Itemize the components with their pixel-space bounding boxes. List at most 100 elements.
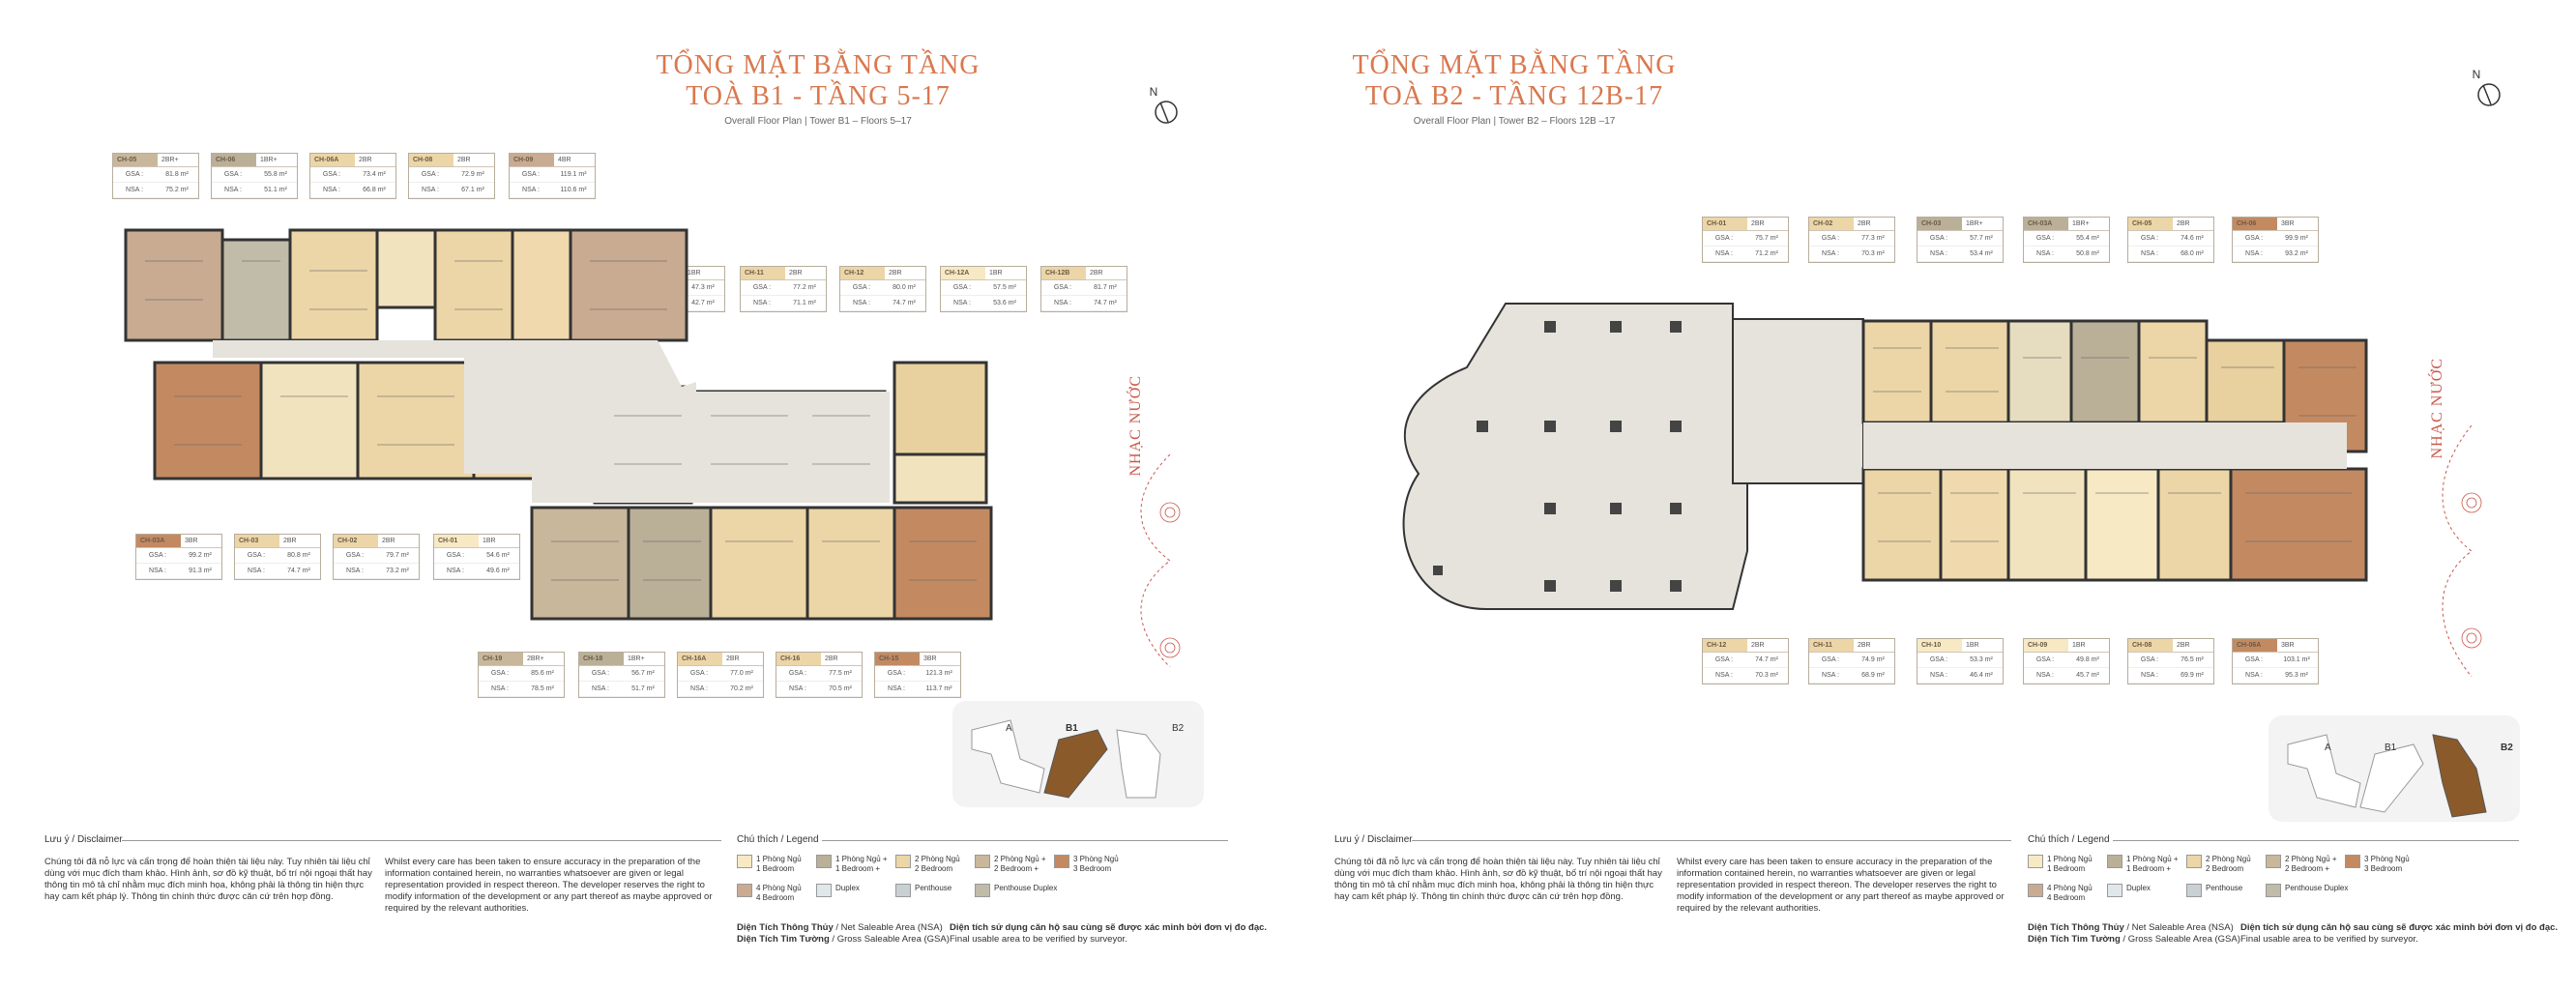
gsa-row: GSA :55.4 m² xyxy=(2024,231,2109,247)
nsa-value: 74.7 m² xyxy=(1094,300,1117,306)
gsa-label: GSA : xyxy=(421,171,440,178)
nsa-row: NSA :70.2 m² xyxy=(678,682,763,697)
nsa-value: 66.8 m² xyxy=(363,187,386,193)
page-title: TỔNG MẶT BẰNG TẦNG TOÀ B1 - TẦNG 5-17 xyxy=(615,50,1021,112)
legend-label-en: 2 Bedroom + xyxy=(994,864,1039,873)
gsa-value: 81.8 m² xyxy=(165,171,189,178)
nsa-value: 74.7 m² xyxy=(893,300,916,306)
disclaimer-en-text: Whilst every care has been taken to ensu… xyxy=(1677,857,2005,914)
legend-label-vi: Duplex xyxy=(835,884,860,892)
legend-item: 1 Phòng Ngủ +1 Bedroom + xyxy=(2107,855,2179,874)
gsa-value: 80.0 m² xyxy=(893,284,916,291)
unit-code: CH-19 xyxy=(479,653,523,665)
site-keymap-b1 xyxy=(952,701,1204,807)
nsa-row: NSA :53.6 m² xyxy=(941,296,1026,311)
nsa-text: / Net Saleable Area (NSA) xyxy=(833,922,943,933)
site-keymap-b2 xyxy=(2269,715,2520,822)
gsa-value: 77.0 m² xyxy=(730,670,753,677)
gsa-value: 85.6 m² xyxy=(531,670,554,677)
unit-bedrooms: 1BR+ xyxy=(628,655,645,662)
wave-decoration xyxy=(2442,425,2482,677)
nsa-label: NSA : xyxy=(346,568,364,574)
gsa-value: 80.8 m² xyxy=(287,552,310,559)
unit-bedrooms: 2BR xyxy=(2177,642,2190,649)
keymap-label-a: A xyxy=(2325,742,2331,753)
unit-bedrooms: 2BR xyxy=(1858,220,1871,227)
legend-text: Duplex xyxy=(2126,884,2151,893)
gsa-row: GSA :75.7 m² xyxy=(1703,231,1788,247)
gsa-value: 72.9 m² xyxy=(461,171,484,178)
nsa-value: 95.3 m² xyxy=(2285,672,2308,679)
unit-code: CH-06 xyxy=(2233,218,2277,230)
legend-label-en: 4 Bedroom xyxy=(2047,893,2086,902)
unit-bedrooms: 1BR xyxy=(1966,642,1979,649)
verify-note-vi: Diện tích sử dụng căn hộ sau cùng sẽ đượ… xyxy=(2240,922,2559,933)
title-line-2: TOÀ B2 - TẦNG 12B-17 xyxy=(1364,81,1664,111)
unit-bedrooms: 3BR xyxy=(923,655,937,662)
nsa-label: NSA : xyxy=(323,187,340,193)
unit-code: CH-05 xyxy=(2128,218,2173,230)
unit-bedrooms: 1BR xyxy=(688,270,701,277)
gsa-value: 76.5 m² xyxy=(2181,656,2204,663)
unit-code: CH-12 xyxy=(1703,639,1747,652)
legend-title: Chú thích / Legend xyxy=(2028,834,2110,845)
nsa-row: NSA :74.7 m² xyxy=(840,296,925,311)
unit-bedrooms: 4BR xyxy=(558,157,571,163)
unit-card-header: CH-08 2BR xyxy=(2128,639,2213,653)
legend-item: Penthouse xyxy=(2186,884,2242,897)
gsa-label: GSA : xyxy=(521,171,541,178)
legend-text: 2 Phòng Ngủ +2 Bedroom + xyxy=(994,855,1046,874)
legend-label-vi: 3 Phòng Ngủ xyxy=(1073,855,1119,863)
nsa-value: 51.7 m² xyxy=(631,685,655,692)
unit-bedrooms: 2BR xyxy=(1751,220,1765,227)
unit-code: CH-06 xyxy=(212,154,256,166)
legend-item: 1 Phòng Ngủ +1 Bedroom + xyxy=(816,855,888,874)
nsa-row: NSA :91.3 m² xyxy=(136,564,221,579)
nsa-label: NSA : xyxy=(953,300,971,306)
nsa-row: NSA :93.2 m² xyxy=(2233,247,2318,262)
gsa-text: / Gross Saleable Area (GSA) xyxy=(2120,934,2240,945)
gsa-row: GSA :77.5 m² xyxy=(776,666,862,682)
nsa-label: NSA : xyxy=(491,685,509,692)
nsa-row: NSA :53.4 m² xyxy=(1917,247,2003,262)
nsa-label: NSA : xyxy=(2245,672,2263,679)
legend-label-en: 4 Bedroom xyxy=(756,893,795,902)
gsa-label: GSA : xyxy=(2035,235,2055,242)
gsa-value: 73.4 m² xyxy=(363,171,386,178)
nsa-value: 69.9 m² xyxy=(2181,672,2204,679)
gsa-value: 57.7 m² xyxy=(1970,235,1993,242)
legend-label-vi: 1 Phòng Ngủ xyxy=(2047,855,2093,863)
nsa-label: NSA : xyxy=(248,568,265,574)
gsa-label: GSA : xyxy=(1053,284,1072,291)
gsa-value: 77.5 m² xyxy=(829,670,852,677)
legend-title-en: Legend xyxy=(2077,834,2110,845)
unit-code: CH-12 xyxy=(840,267,885,279)
nsa-value: 71.1 m² xyxy=(793,300,816,306)
nsa-row: NSA : 95.3 m² xyxy=(2233,668,2318,684)
legend-label-en: 1 Bedroom xyxy=(2047,864,2086,873)
gsa-note: Diện Tích Tim Tường / Gross Saleable Are… xyxy=(737,934,950,946)
gsa-text: / Gross Saleable Area (GSA) xyxy=(829,934,950,945)
nsa-row: NSA :71.2 m² xyxy=(1703,247,1788,262)
unit-code: CH-08 xyxy=(2128,639,2173,652)
gsa-label: GSA : xyxy=(2035,656,2055,663)
nsa-label: NSA : xyxy=(1715,672,1733,679)
nsa-value: 46.4 m² xyxy=(1970,672,1993,679)
unit-code: CH-16 xyxy=(776,653,821,665)
gsa-value: 57.5 m² xyxy=(993,284,1016,291)
unit-bedrooms: 1BR xyxy=(483,538,496,544)
gsa-row: GSA :99.9 m² xyxy=(2233,231,2318,247)
